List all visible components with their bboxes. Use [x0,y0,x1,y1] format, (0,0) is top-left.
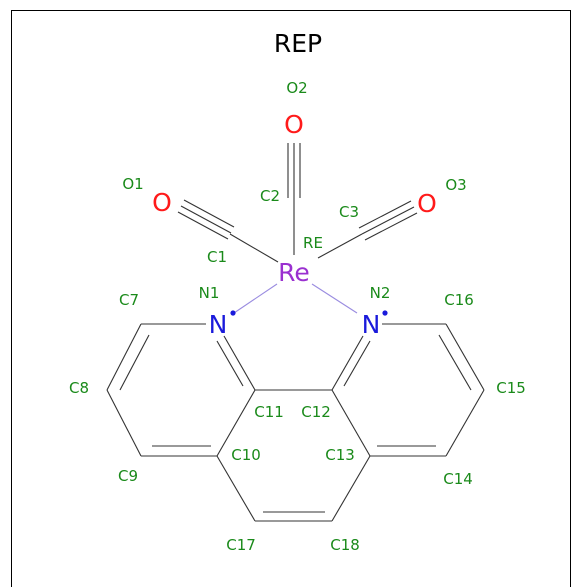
atom-label-c16: C16 [444,291,474,309]
bond-c18-c13 [331,455,371,522]
bond-c16-c15 [445,323,485,391]
bond-re-n1 [233,283,278,314]
bond-c11-n1-inner [216,340,244,387]
atom-label-o1: O1 [122,175,143,193]
nitrogen-symbol-left: N [209,310,228,339]
atom-label-c7: C7 [119,291,139,309]
bond-c13-c12 [331,389,371,457]
atom-label-re: RE [303,234,323,252]
bond-re-n2 [311,283,358,314]
atom-label-c13: C13 [325,446,355,464]
atom-label-c14: C14 [443,470,473,488]
atom-label-o3: O3 [445,176,466,194]
bond-o3-c3-a [361,206,415,235]
atom-label-n1: N1 [199,284,220,302]
atom-label-c1: C1 [207,248,227,266]
oxygen-symbol-left: O [152,188,172,217]
rhenium-symbol: Re [278,258,310,287]
atom-label-c9: C9 [118,467,138,485]
nitrogen-symbol-right: N [362,310,381,339]
bond-c7-c8-inner [119,334,150,391]
diagram-title: REP [274,29,322,58]
bond-c10-c17 [216,455,256,522]
bond-c12-n2-inner [343,340,371,387]
bond-c7-c8 [106,323,142,391]
bond-c11-n1 [223,335,256,391]
atom-label-c18: C18 [330,536,360,554]
atom-label-c3: C3 [339,203,359,221]
bond-c12-n2 [331,335,364,391]
radical-dot-n1 [230,310,236,316]
bond-c8-c9 [106,389,142,457]
bond-c15-c14 [445,389,485,457]
atom-label-c11: C11 [254,403,284,421]
bond-o3-c3-c [364,212,418,241]
atom-label-o2: O2 [286,79,307,97]
atom-label-c10: C10 [231,446,261,464]
bond-c3-re [317,233,363,259]
atom-label-c8: C8 [69,379,89,397]
bond-c10-c11 [216,389,256,457]
bond-o1-c1-a [180,205,232,234]
bond-c16-c15-inner [438,334,472,391]
oxygen-symbol-right: O [417,189,437,218]
radical-dot-n2 [382,310,388,316]
atom-labels: O2 O1 O3 C2 C3 C1 RE N1 N2 C7 C16 C8 C15… [69,79,526,554]
coordination-bonds [233,283,358,314]
atom-label-c15: C15 [496,379,526,397]
bond-c1-re [229,233,279,263]
bond-o1-c1-c [183,199,235,228]
oxygen-symbol-top: O [284,110,304,139]
atom-label-c2: C2 [260,187,280,205]
diagram-border [11,10,571,587]
atom-label-n2: N2 [370,284,391,302]
bond-lines [106,143,485,522]
bond-o3-c3-b [358,200,412,229]
bond-o1-c1-b [177,211,229,240]
atom-label-c17: C17 [226,536,256,554]
atom-label-c12: C12 [301,403,331,421]
